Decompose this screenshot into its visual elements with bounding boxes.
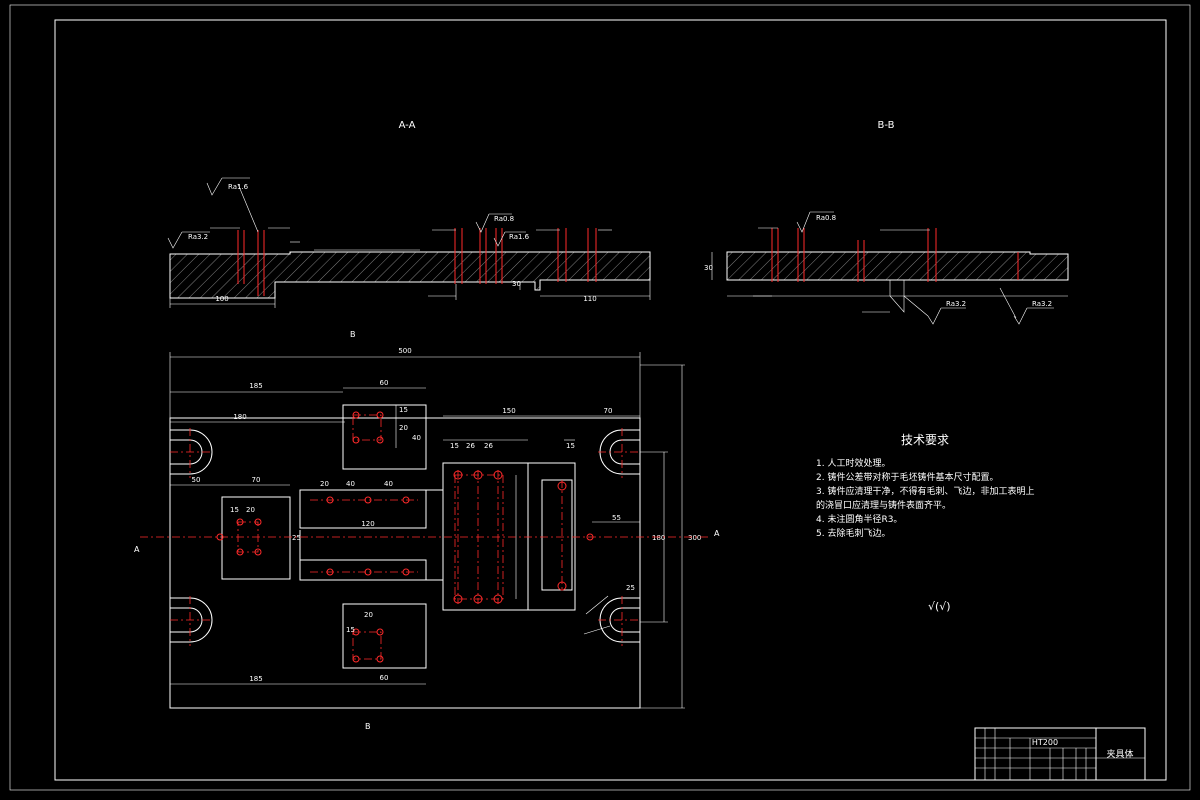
ra-08-a: Ra0.8 <box>494 215 514 223</box>
section-b-body <box>726 251 1069 281</box>
section-b-label: B-B <box>878 120 895 131</box>
dim-25-right: 25 <box>626 584 635 592</box>
title-block: HT200 夹具体 <box>974 727 1146 781</box>
tech-req-item-2: 2. 铸件公差带对称于毛坯铸件基本尺寸配置。 <box>816 471 998 483</box>
dim-26-center-b: 26 <box>484 442 493 450</box>
marker-b-top: B <box>350 330 356 339</box>
section-a-label: A-A <box>399 120 416 131</box>
tech-req-title: 技术要求 <box>901 433 949 447</box>
dim-40-rail-a: 40 <box>346 480 355 488</box>
dim-70-left: 70 <box>252 476 261 484</box>
dim-60-bottom: 60 <box>380 674 389 682</box>
pad-left: 70 15 20 <box>216 476 291 580</box>
middle-rails: 120 20 40 40 25 <box>292 480 443 581</box>
dim-40-rail-b: 40 <box>384 480 393 488</box>
dim-100-sec: 100 <box>215 295 228 303</box>
dim-20-pad-top: 20 <box>399 424 408 432</box>
plan-outline <box>169 417 641 709</box>
surface-symbol-note: √(√) <box>928 600 951 613</box>
section-a-annotations: 100 110 30 Ra1.6 Ra3.2 Ra0.8 Ra1.6 <box>167 177 651 308</box>
section-a-a: A-A 100 110 <box>167 120 651 308</box>
dim-500: 500 <box>398 347 411 355</box>
marker-b-bottom: B <box>365 722 371 731</box>
slots <box>170 428 640 646</box>
dim-300: 300 <box>688 534 701 542</box>
dim-180-right: 180 <box>652 534 665 542</box>
dim-40-pad-top: 40 <box>412 434 421 442</box>
pad-top: 60 15 20 40 <box>342 379 427 470</box>
pad-bottom: 60 15 20 <box>342 603 427 685</box>
section-b-b: B-B 30 Ra0.8 Ra3.2 <box>704 120 1069 325</box>
tech-req-item-1: 1. 人工时效处理。 <box>816 457 890 469</box>
section-a-body <box>169 251 651 299</box>
outer-frame <box>9 4 1191 791</box>
section-a-holes <box>237 228 597 296</box>
dim-185-top: 185 <box>249 382 262 390</box>
dim-25-rail: 25 <box>292 534 301 542</box>
dim-60-top: 60 <box>380 379 389 387</box>
dim-50-left: 50 <box>192 476 201 484</box>
dim-120: 120 <box>361 520 374 528</box>
dim-15-center: 15 <box>450 442 459 450</box>
tech-req-item-6: 5. 去除毛刺飞边。 <box>816 527 890 539</box>
dim-30-sec-a: 30 <box>512 280 521 288</box>
ra-32-b2: Ra3.2 <box>1032 300 1052 308</box>
pad-right: 15 <box>527 439 576 611</box>
dim-55: 55 <box>612 514 621 522</box>
section-b-holes <box>771 228 1019 282</box>
tech-req-item-3: 3. 铸件应清理干净，不得有毛刺、飞边，非加工表明上 <box>816 485 1034 497</box>
plan-view: 500 300 185 180 185 50 150 70 180 55 25 <box>134 330 720 731</box>
tech-req-item-5: 4. 未注圆角半径R3。 <box>816 513 902 525</box>
dim-20-pad-bottom: 20 <box>364 611 373 619</box>
ra-32-b: Ra3.2 <box>946 300 966 308</box>
ra-32-a: Ra3.2 <box>188 233 208 241</box>
ra-16-a2: Ra1.6 <box>509 233 530 241</box>
tech-req-item-4: 的浇冒口应清理与铸件表面齐平。 <box>816 499 951 511</box>
dim-30-sec-b: 30 <box>704 264 713 272</box>
technical-requirements: 技术要求 1. 人工时效处理。 2. 铸件公差带对称于毛坯铸件基本尺寸配置。 3… <box>816 433 1034 613</box>
inner-frame <box>54 19 1167 781</box>
section-b-annotations: 30 Ra0.8 Ra3.2 Ra3.2 <box>704 211 1068 325</box>
dim-180: 180 <box>233 413 246 421</box>
marker-a-right: A <box>714 529 720 538</box>
ra-16-a: Ra1.6 <box>228 183 249 191</box>
dim-20-rail: 20 <box>320 480 329 488</box>
dim-15-right: 15 <box>566 442 575 450</box>
title-part-name: 夹具体 <box>1106 748 1133 760</box>
dim-110-sec: 110 <box>583 295 596 303</box>
dim-15-pad-top: 15 <box>399 406 408 414</box>
dim-150: 150 <box>502 407 515 415</box>
dim-20-pad-left: 20 <box>246 506 255 514</box>
dim-185-bottom: 185 <box>249 675 262 683</box>
dim-15-pad-left: 15 <box>230 506 239 514</box>
dim-26-center-a: 26 <box>466 442 475 450</box>
dim-70-right: 70 <box>604 407 613 415</box>
dim-15-pad-bottom: 15 <box>346 626 355 634</box>
title-part-code: HT200 <box>1032 738 1058 747</box>
pad-center: 15 26 26 <box>442 439 529 611</box>
marker-a-left: A <box>134 545 140 554</box>
ra-08-b: Ra0.8 <box>816 214 836 222</box>
